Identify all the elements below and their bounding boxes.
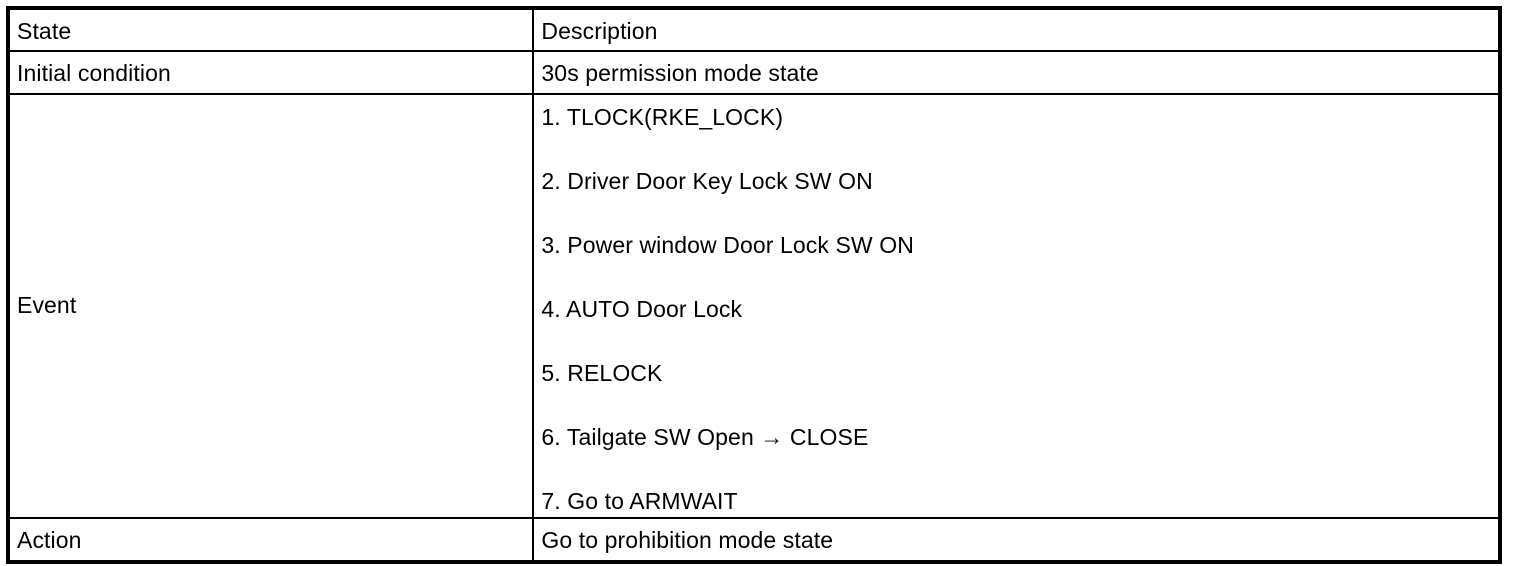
label-action: Action xyxy=(17,527,82,553)
column-header-description: Description xyxy=(541,18,658,44)
text-action-description: Go to prohibition mode state xyxy=(541,527,834,553)
label-initial-condition: Initial condition xyxy=(17,60,171,86)
cell-description-event: 1. TLOCK(RKE_LOCK) 2. Driver Door Key Lo… xyxy=(532,93,1501,519)
cell-state-event: Event xyxy=(6,93,535,519)
state-description-table: State Description Initial condition 30s … xyxy=(6,6,1502,564)
table-row-action: Action Go to prohibition mode state xyxy=(6,517,1501,563)
list-item: 1. TLOCK(RKE_LOCK) xyxy=(541,104,784,130)
label-event: Event xyxy=(17,292,77,318)
header-cell-description: Description xyxy=(532,7,1501,52)
cell-state-initial-condition: Initial condition xyxy=(6,50,535,95)
list-item: 7. Go to ARMWAIT xyxy=(541,488,738,514)
cell-description-initial-condition: 30s permission mode state xyxy=(532,50,1501,95)
header-cell-state: State xyxy=(6,7,535,52)
event-step-list: 1. TLOCK(RKE_LOCK) 2. Driver Door Key Lo… xyxy=(534,95,1498,514)
list-item: 2. Driver Door Key Lock SW ON xyxy=(541,168,873,194)
column-header-state: State xyxy=(17,18,72,44)
cell-state-action: Action xyxy=(6,517,535,563)
table-row-initial-condition: Initial condition 30s permission mode st… xyxy=(6,50,1501,95)
list-item: 4. AUTO Door Lock xyxy=(541,296,743,322)
table-row-event: Event 1. TLOCK(RKE_LOCK) 2. Driver Door … xyxy=(6,93,1501,519)
list-item: 6. Tailgate SW Open → CLOSE xyxy=(541,424,869,450)
list-item: 3. Power window Door Lock SW ON xyxy=(541,232,914,258)
cell-description-action: Go to prohibition mode state xyxy=(532,517,1501,563)
list-item: 5. RELOCK xyxy=(541,360,663,386)
text-initial-condition-description: 30s permission mode state xyxy=(541,60,819,86)
table-header-row: State Description xyxy=(6,7,1501,52)
